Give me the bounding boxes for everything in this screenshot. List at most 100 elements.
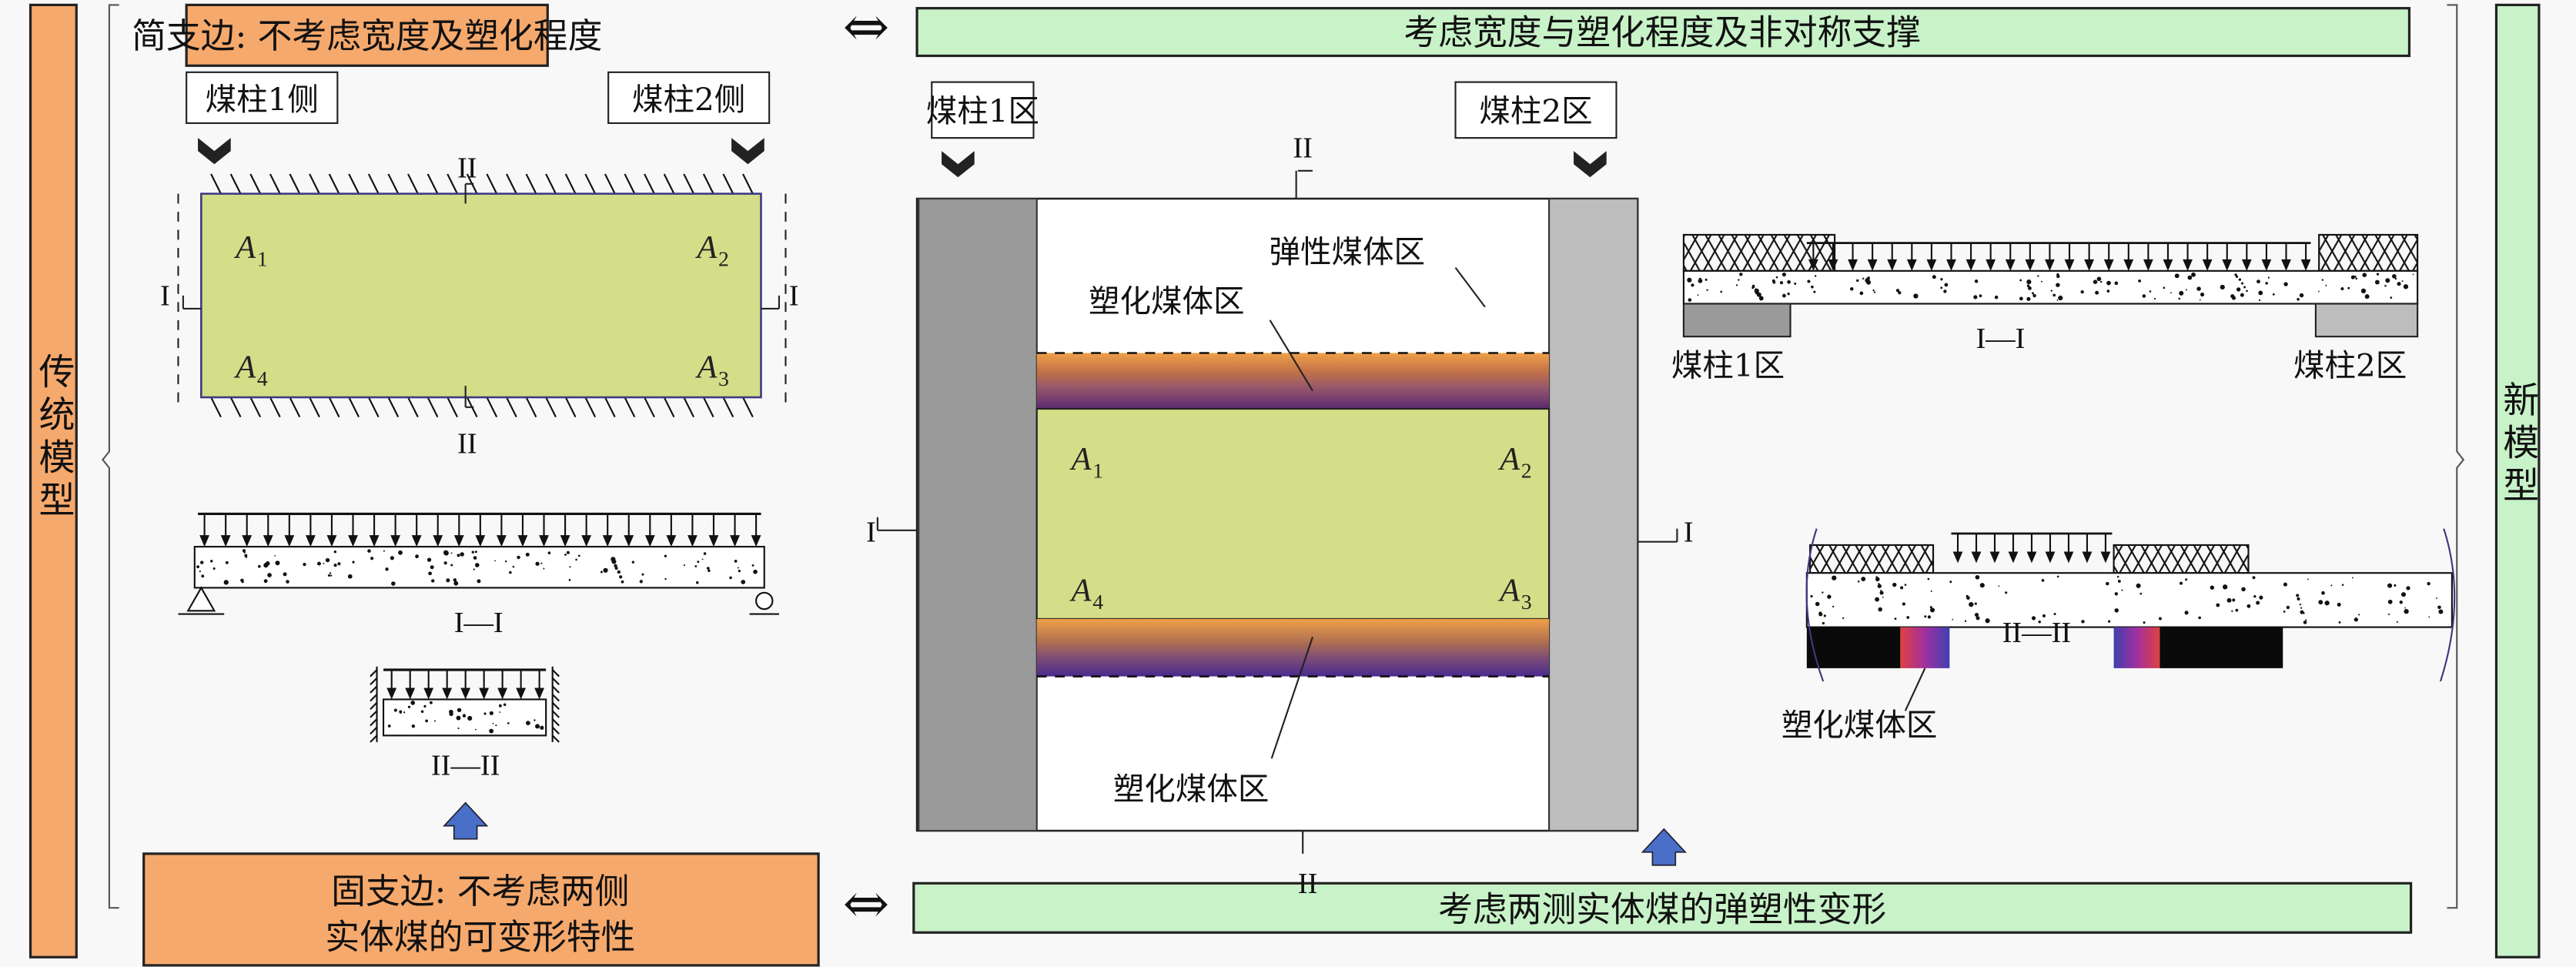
aggregate-speck [1894, 617, 1897, 621]
new-beam-I-I: 煤柱1区 I—I 煤柱2区 [1671, 233, 2419, 383]
load-arrow-icon [1926, 259, 1937, 271]
aggregate-speck [2428, 616, 2430, 618]
aggregate-speck [2341, 584, 2344, 587]
aggregate-speck [1927, 577, 1930, 581]
aggregate-speck [2231, 296, 2236, 300]
aggregate-speck [457, 708, 462, 712]
aggregate-speck [2028, 286, 2032, 290]
aggregate-speck [1787, 293, 1790, 296]
aggregate-speck [2180, 581, 2183, 585]
aggregate-speck [449, 711, 453, 717]
load-arrow-icon [1952, 551, 1963, 564]
aggregate-speck [483, 712, 487, 715]
load-arrow-icon [405, 688, 416, 700]
aggregate-speck [2117, 579, 2121, 583]
aggregate-speck [241, 581, 244, 584]
load-arrow-icon [433, 535, 443, 547]
aggregate-speck [1738, 279, 1740, 281]
aggregate-speck [2216, 603, 2220, 607]
load-arrow-icon [581, 535, 592, 547]
load-arrow-icon [560, 535, 570, 547]
hatch-line [545, 173, 557, 195]
aggregate-speck [2099, 280, 2103, 283]
svg-text:1: 1 [1092, 459, 1103, 483]
aggregate-speck [2106, 280, 2111, 286]
aggregate-speck [1904, 584, 1907, 586]
aggregate-speck [199, 570, 201, 573]
aggregate-speck [2185, 578, 2188, 581]
hatch-line [387, 173, 400, 195]
aggregate-speck [1906, 616, 1910, 619]
load-arrow-icon [2281, 259, 2291, 271]
aggregate-speck [2096, 276, 2102, 282]
svg-text:A: A [694, 229, 718, 266]
hatch-line [584, 173, 597, 195]
aggregate-speck [1943, 289, 1947, 293]
double-arrow-icon: ⇔ [843, 0, 890, 60]
load-arrow-icon [602, 535, 613, 547]
aggregate-speck [2412, 273, 2414, 276]
load-arrow-icon [2202, 259, 2213, 271]
hatch-line [663, 397, 675, 418]
aggregate-speck [1698, 278, 1703, 283]
aggregate-speck [2246, 289, 2248, 293]
load-arrow-icon [644, 535, 655, 547]
aggregate-speck [473, 568, 475, 570]
aggregate-speck [1875, 597, 1880, 602]
aggregate-speck [199, 560, 204, 564]
svg-text:4: 4 [257, 366, 268, 390]
aggregate-speck [1862, 277, 1865, 280]
aggregate-speck [1827, 594, 1832, 599]
aggregate-speck [2303, 612, 2305, 614]
aggregate-speck [2031, 616, 2036, 621]
aggregate-speck [223, 580, 229, 585]
aggregate-speck [751, 564, 754, 567]
aggregate-speck [2437, 605, 2441, 610]
aggregate-speck [2241, 587, 2246, 592]
aggregate-speck [569, 566, 571, 568]
wall-hatch [370, 669, 378, 678]
pillar2-zone-label: 煤柱2区 [1479, 92, 1592, 129]
load-arrow-icon [2005, 259, 2016, 271]
load-arrow-icon [479, 688, 490, 700]
aggregate-speck [2081, 620, 2085, 624]
aggregate-speck [2226, 597, 2232, 603]
aggregate-speck [391, 581, 396, 586]
hatch-line [249, 397, 262, 418]
aggregate-speck [600, 570, 603, 574]
hatch-line [624, 173, 636, 195]
aggregate-speck [398, 550, 403, 555]
aggregate-speck [2241, 282, 2244, 285]
load-arrow-icon [2100, 551, 2111, 564]
load-arrow-icon [2064, 259, 2075, 271]
aggregate-speck [423, 704, 427, 708]
load-arrow-icon [2143, 259, 2153, 271]
svg-text:2: 2 [1521, 459, 1532, 483]
load-arrow-icon [242, 535, 253, 547]
hatch-line [367, 173, 380, 195]
aggregate-speck [1944, 283, 1949, 287]
aggregate-speck [303, 562, 306, 567]
beam-I-I-label: I—I [454, 607, 503, 639]
hatch-line [644, 173, 655, 195]
aggregate-speck [2384, 284, 2387, 287]
load-arrow-icon [326, 535, 337, 547]
aggregate-speck [257, 564, 261, 568]
aggregate-speck [2387, 613, 2390, 615]
aggregate-speck [706, 567, 710, 570]
aggregate-speck [2267, 276, 2270, 279]
aggregate-speck [526, 721, 530, 725]
hatch-line [367, 397, 380, 418]
aggregate-speck [2253, 595, 2257, 598]
aggregate-speck [2234, 273, 2237, 276]
aggregate-speck [1849, 287, 1854, 291]
aggregate-speck [2240, 293, 2244, 297]
pillar2-section [2314, 303, 2419, 338]
double-arrow-icon: ⇔ [843, 872, 890, 936]
aggregate-speck [535, 561, 540, 566]
aggregate-speck [2374, 279, 2380, 285]
wall-hatch [551, 734, 560, 743]
aggregate-speck [1861, 577, 1866, 582]
